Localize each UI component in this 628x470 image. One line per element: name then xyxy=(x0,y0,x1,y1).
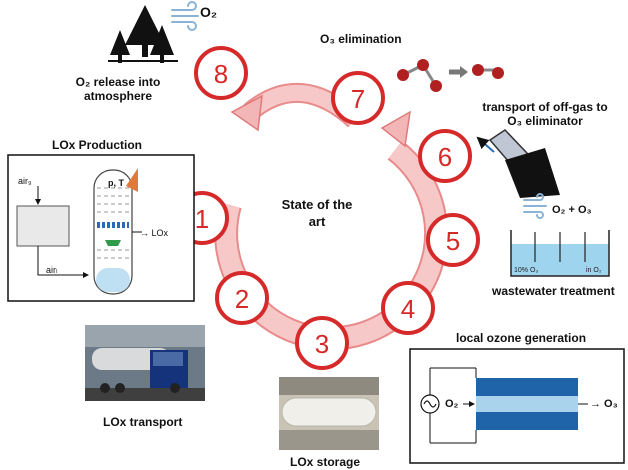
ozone-in-label: O₂ xyxy=(445,398,459,410)
step-4-number: 4 xyxy=(401,294,415,324)
lox-production-box xyxy=(7,154,195,302)
step-7[interactable]: 7 xyxy=(331,71,385,125)
lox-output-label: → LOx xyxy=(140,228,169,238)
step-2-number: 2 xyxy=(235,284,249,314)
tank-left-label: 10% O₃ xyxy=(514,267,538,274)
arrow-right-icon xyxy=(460,66,468,78)
release-label-line2: atmosphere xyxy=(83,89,153,103)
wind-icon xyxy=(171,1,199,31)
transport-offgas-label: transport of off-gas to O₃ eliminator xyxy=(470,100,620,128)
lox-storage-label: LOx storage xyxy=(290,455,361,469)
step-1-number: 1 xyxy=(195,204,209,234)
o3-elimination-label: O₃ elimination xyxy=(320,32,402,46)
molecule-icon xyxy=(397,59,504,92)
local-ozone-label: local ozone generation xyxy=(456,331,587,345)
center-title-line2: art xyxy=(308,214,326,229)
step-4[interactable]: 4 xyxy=(381,281,435,335)
transport-offgas-line1: transport of off-gas to xyxy=(482,100,608,114)
diffuser-icon xyxy=(476,129,560,198)
air-g-label: air₉ xyxy=(18,176,32,186)
storage-tank-photo xyxy=(279,377,379,450)
lox-production-label: LOx Production xyxy=(52,138,142,152)
tank-right-label: in O₂ xyxy=(586,267,602,274)
wastewater-tank: 10% O₃ in O₂ xyxy=(510,230,610,277)
release-label-line1: O₂ release into xyxy=(75,75,161,89)
step-3[interactable]: 3 xyxy=(295,316,349,370)
lox-transport-label: LOx transport xyxy=(103,415,183,429)
step-3-number: 3 xyxy=(315,329,329,359)
center-title: State of the art xyxy=(276,196,358,230)
step-5[interactable]: 5 xyxy=(426,213,480,267)
step-8-number: 8 xyxy=(214,59,228,89)
ozone-out-label: → O₃ xyxy=(590,398,618,410)
o2-o3-label: O₂ + O₃ xyxy=(552,204,592,216)
ozone-generator-box xyxy=(409,348,625,464)
wastewater-label: wastewater treatment xyxy=(492,284,615,298)
step-7-number: 7 xyxy=(351,84,365,114)
ring-arrowhead xyxy=(380,110,411,148)
center-title-line1: State of the xyxy=(281,197,353,212)
step-5-number: 5 xyxy=(446,226,460,256)
release-arrowhead xyxy=(230,94,263,132)
step-6-number: 6 xyxy=(438,142,452,172)
step-2[interactable]: 2 xyxy=(215,271,269,325)
o2-top-label: O₂ xyxy=(200,4,218,20)
step-6[interactable]: 6 xyxy=(418,129,472,183)
step-8[interactable]: 8 xyxy=(194,46,248,100)
ac-source-icon xyxy=(420,394,440,414)
release-label: O₂ release into atmosphere xyxy=(48,75,188,103)
transport-offgas-line2: O₃ eliminator xyxy=(507,114,583,128)
tree-icon xyxy=(108,5,178,63)
truck-photo xyxy=(85,325,205,401)
wind-icon xyxy=(523,193,547,219)
air-l-label: airₗ xyxy=(46,265,58,275)
pt-label: p, T xyxy=(108,178,124,188)
